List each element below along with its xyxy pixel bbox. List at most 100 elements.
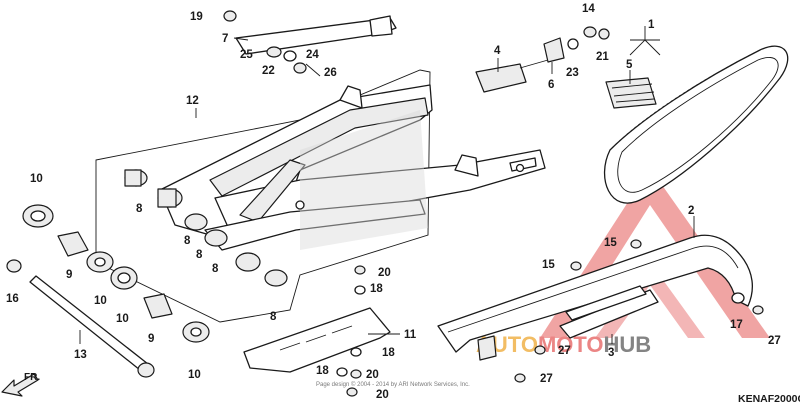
callout-13: 13 [74,349,87,361]
callout-9b: 9 [148,333,154,345]
callout-15a: 15 [604,237,617,249]
bushing-5 [235,252,261,272]
washer-24 [283,50,297,62]
chain-case [437,234,764,383]
adjuster-bolt [519,59,549,69]
bolt-20-a [354,265,366,275]
bushing-3 [184,213,208,231]
joint-kit-links [611,83,655,103]
bolt-18-b [350,347,362,357]
washer-25 [266,46,282,58]
washer-mid-inner [94,257,106,267]
callout-26: 26 [324,67,337,79]
brake-stay-clip [369,15,393,37]
adjuster-6 [543,37,565,63]
callout-20c: 20 [376,389,389,401]
pivot-nut [6,259,22,273]
callout-16: 16 [6,293,19,305]
copyright-text: Page design © 2004 - 2014 by ARI Network… [316,381,470,388]
bolt-15-b [570,261,582,271]
nut-14 [583,26,597,38]
callout-18a: 18 [370,283,383,295]
callout-10c: 10 [116,313,129,325]
bushing-6 [264,269,288,287]
left-parts [6,204,210,378]
callout-10a: 10 [30,173,43,185]
chain-links [611,49,761,149]
callout-8e: 8 [270,311,277,323]
bolt-15-a [630,239,642,249]
callout-12: 12 [186,95,199,107]
watermark-triangle [540,168,770,338]
leader-1 [629,26,661,56]
callout-21: 21 [596,51,609,63]
callout-15b: 15 [542,259,555,271]
callout-8c: 8 [196,249,203,261]
slider-11 [243,307,391,373]
nut-22 [293,62,307,74]
callout-27a: 27 [768,335,781,347]
collar-17 [731,292,745,304]
adjuster-4 [475,63,527,93]
diagram-code: KENAF2000C [738,393,800,405]
callout-23: 23 [566,67,579,79]
callout-1: 1 [648,19,655,31]
bolt-27-c [514,373,526,383]
callout-10d: 10 [188,369,201,381]
washer-23 [567,38,579,50]
callout-20b: 20 [366,369,379,381]
chain-loop-inner [617,57,779,193]
leader-lines [79,26,695,344]
collar-upper [57,231,89,257]
chain-case-body [437,234,754,353]
washer-lower-inner [190,327,202,337]
callout-25: 25 [240,49,253,61]
bolt-19 [223,10,237,22]
dust-seal-top-inner [30,210,46,222]
callout-18b: 18 [382,347,395,359]
slider-11-holes [279,325,353,351]
callout-4: 4 [494,45,501,57]
swingarm-graphic [300,110,428,250]
callout-6: 6 [548,79,554,91]
bushing-2-body [157,188,177,208]
watermark-hub: HUB [604,332,652,357]
top-plate-parts [223,10,397,77]
bushing-1-body [124,169,142,187]
direction-label: FR. [24,372,40,383]
chain-case-lip [447,245,739,333]
callout-18c: 18 [316,365,329,377]
arrow-icon [1,373,39,397]
bolt-27-b [534,345,546,355]
callout-11: 11 [404,329,417,341]
collar-lower [143,293,173,319]
axle-hole [515,163,525,173]
drive-chain [603,45,789,204]
chain-guide-3-top [565,285,647,321]
callout-27c: 27 [540,373,553,385]
callout-8b: 8 [184,235,191,247]
callout-7: 7 [222,33,228,45]
leader-7 [233,37,249,41]
grommet-18 [477,335,497,361]
callout-20a: 20 [378,267,391,279]
callout-14: 14 [582,3,595,15]
bolt-20-c [346,387,358,397]
pivot-bolt [29,275,149,371]
callout-24: 24 [306,49,319,61]
brake-stay-mount [454,154,479,177]
callout-2: 2 [688,205,694,217]
cotter-pin-26 [305,63,321,77]
swingarm-lower-arm [204,199,426,251]
pivot-bolt-head [137,362,155,378]
callout-9a: 9 [66,269,72,281]
callout-17: 17 [730,319,743,331]
joint-kit-5 [605,77,657,109]
shock-mount [339,85,363,109]
callout-22: 22 [262,65,275,77]
bearing-mid-inner [117,272,131,284]
callouts: 1 2 3 4 5 6 7 8 8 8 8 8 9 9 10 10 10 10 … [6,3,781,401]
nut-21 [598,28,610,40]
callout-27b: 27 [558,345,571,357]
